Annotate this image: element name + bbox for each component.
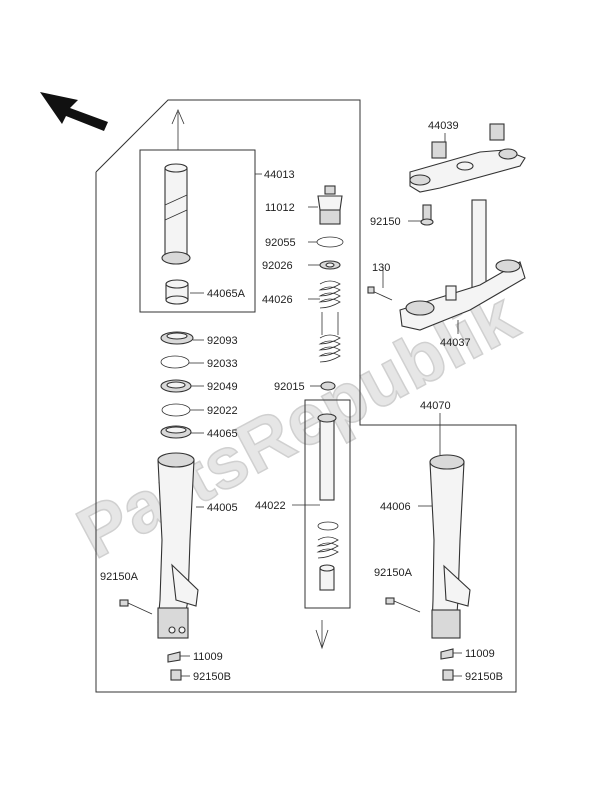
- oring-92022: [161, 403, 191, 417]
- label-92033: 92033: [207, 358, 238, 370]
- label-44005: 44005: [207, 502, 238, 514]
- direction-arrow-icon: [40, 92, 108, 131]
- oring-92055: [316, 236, 344, 248]
- upper-bracket-44039: [409, 123, 526, 193]
- bolt-130: [367, 286, 393, 301]
- washer-92049: [160, 379, 192, 393]
- washer-92026: [319, 260, 341, 270]
- label-11009-right: 11009: [465, 648, 495, 660]
- label-92150B-left: 92150B: [193, 671, 231, 683]
- leader-lines: [180, 133, 462, 677]
- label-11009-left: 11009: [193, 651, 223, 663]
- subassembly-box-44022: [304, 399, 351, 609]
- assembly-frame-left: [95, 99, 517, 693]
- fork-cap-11012: [317, 185, 343, 225]
- steering-stem-44037: [399, 199, 526, 331]
- spring-44026: [318, 280, 341, 363]
- label-44006: 44006: [380, 501, 411, 513]
- label-92022: 92022: [207, 405, 238, 417]
- oil-seal-92093: [160, 331, 194, 345]
- label-92055: 92055: [265, 237, 296, 249]
- label-44022: 44022: [255, 500, 286, 512]
- washer-11009-right: [440, 648, 454, 660]
- label-44065A: 44065A: [207, 288, 246, 300]
- label-44039: 44039: [428, 120, 459, 132]
- label-92049: 92049: [207, 381, 238, 393]
- washer-11009-left: [167, 651, 181, 663]
- reference-arrow-top: [171, 108, 185, 125]
- label-44037: 44037: [440, 337, 471, 349]
- bolt-92150B-right: [442, 669, 454, 681]
- outer-tube-right-44006: [429, 454, 471, 639]
- label-92150B-right: 92150B: [465, 671, 503, 683]
- label-92150A-left: 92150A: [100, 571, 139, 583]
- label-44013: 44013: [264, 169, 295, 181]
- cylinder-44022: [316, 413, 339, 591]
- label-92150A-right: 92150A: [374, 567, 413, 579]
- label-44026: 44026: [262, 294, 293, 306]
- label-11012: 11012: [265, 202, 295, 214]
- label-92026: 92026: [262, 260, 293, 272]
- outer-tube-left-44005: [157, 452, 199, 639]
- inner-tube-44013: [161, 163, 191, 265]
- subassembly-box-44013: [139, 149, 256, 313]
- label-92150: 92150: [370, 216, 401, 228]
- bolt-92150A-right: [385, 597, 421, 613]
- bolt-92150B-left: [170, 669, 182, 681]
- bolt-92150A-left: [119, 599, 153, 615]
- label-92015: 92015: [274, 381, 305, 393]
- washer-92015: [320, 381, 336, 391]
- bushing-44065A: [165, 279, 189, 305]
- bolt-92150: [420, 204, 434, 226]
- label-92093: 92093: [207, 335, 238, 347]
- bushing-44065: [160, 425, 192, 439]
- label-44070: 44070: [420, 400, 451, 412]
- snap-ring-92033: [160, 355, 190, 369]
- label-44065: 44065: [207, 428, 238, 440]
- label-130: 130: [372, 262, 390, 274]
